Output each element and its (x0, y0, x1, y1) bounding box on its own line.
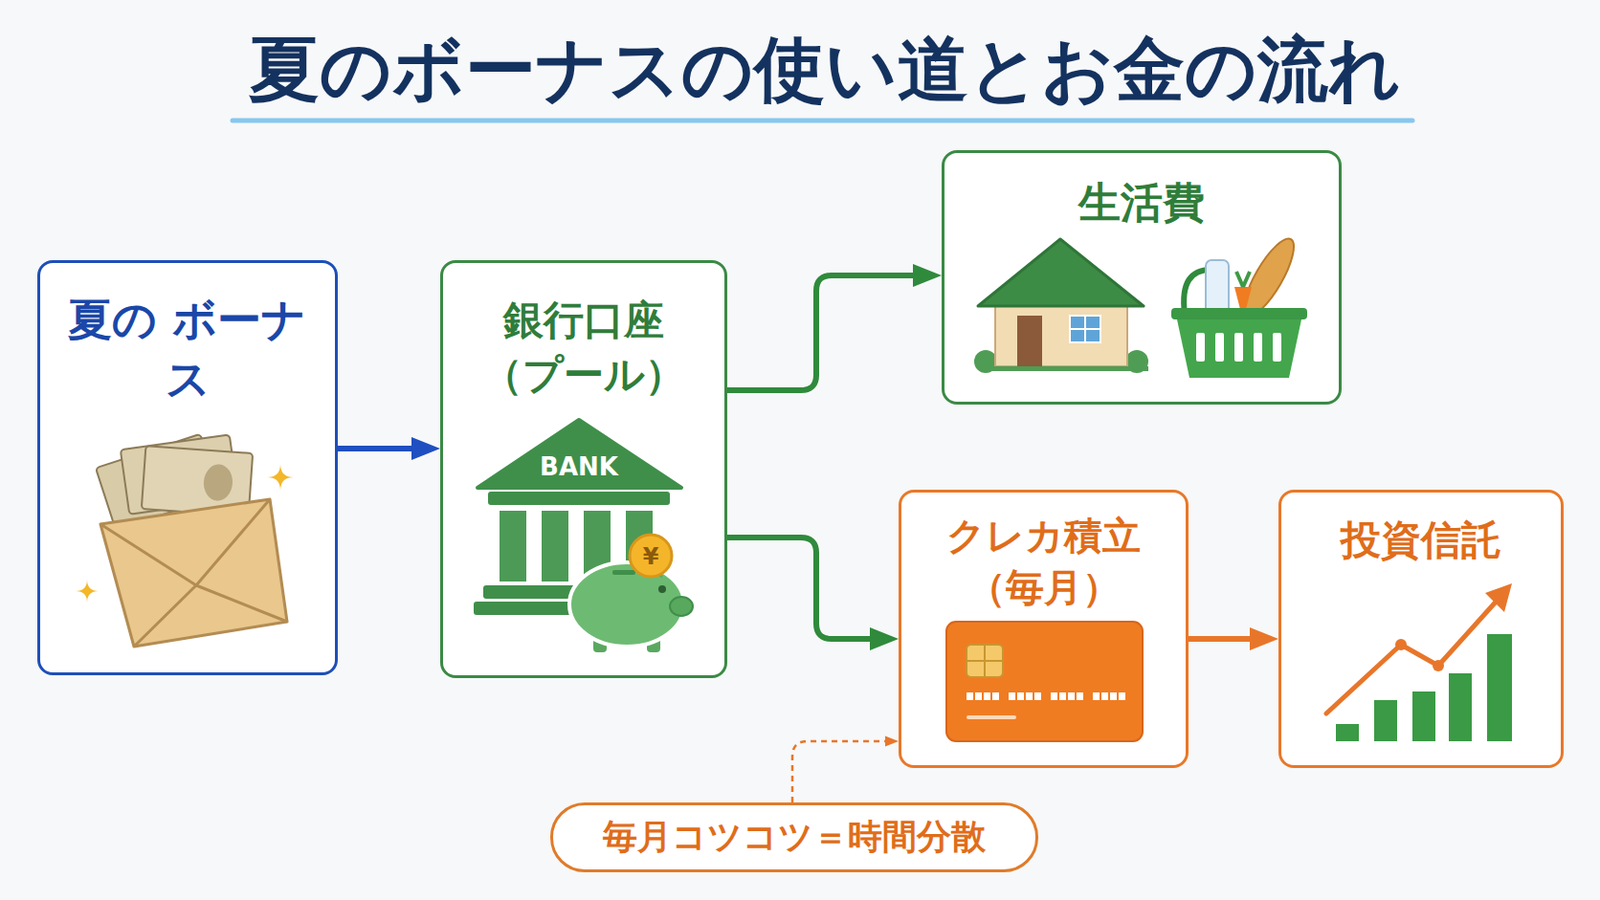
node-label: 銀行口座 （プール） (443, 293, 725, 402)
flow-arrow (727, 275, 933, 391)
bank-sign: BANK (539, 452, 619, 482)
source-box: 夏の ボーナス (37, 260, 338, 676)
node-label: 生活費 (944, 174, 1339, 231)
yen-symbol: ¥ (643, 543, 660, 571)
flow-arrow (727, 537, 889, 640)
node-label: 毎月コツコツ＝時間分散 (553, 814, 1036, 862)
note-pill: 毎月コツコツ＝時間分散 (550, 802, 1039, 873)
diagram-title: 夏のボーナスの使い道とお金の流れ (24, 26, 1600, 112)
flow-arrow (1188, 636, 1269, 643)
note-pointer (792, 741, 894, 803)
node-label: 投資信託 (1281, 513, 1561, 569)
expense-box: 生活費 (941, 150, 1342, 405)
flow-arrow (337, 445, 431, 452)
title-underline (232, 118, 1413, 124)
node-label: 夏の ボーナス (40, 289, 335, 409)
node-label: クレカ積立 （毎月） (901, 510, 1186, 614)
fund-box: 投資信託 (1278, 489, 1564, 769)
card-saving-box: クレカ積立 （毎月） (898, 489, 1189, 769)
